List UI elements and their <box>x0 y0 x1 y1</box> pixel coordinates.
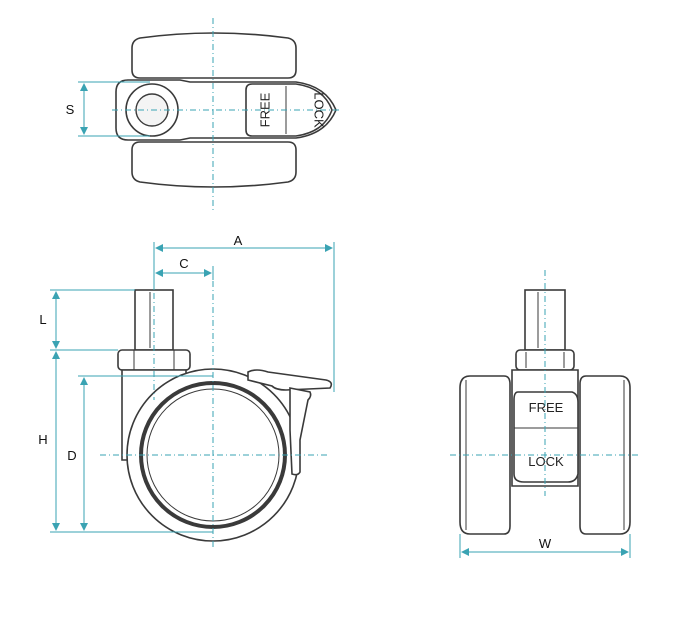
top-view-lock-label: LOCK <box>312 92 327 128</box>
top-view-upper-wheel <box>131 32 297 79</box>
a-dimension-label: A <box>234 233 243 248</box>
side-view-brake-arm <box>289 387 312 476</box>
h-dimension-label: H <box>38 432 47 447</box>
l-dimension-label: L <box>39 312 46 327</box>
c-dimension-label: C <box>179 256 188 271</box>
d-dimension-label: D <box>67 448 76 463</box>
side-view-brake-pedal <box>247 369 333 391</box>
side-view: A C L H D <box>38 233 335 548</box>
front-view-lock-label: LOCK <box>528 454 564 469</box>
front-view-free-label: FREE <box>529 400 564 415</box>
top-view-lower-wheel <box>131 141 297 188</box>
top-view: FREE LOCK S <box>66 18 340 210</box>
s-dimension-label: S <box>66 102 75 117</box>
front-view-right-wheel <box>579 375 631 535</box>
top-view-brake-pedal <box>245 83 333 137</box>
w-dimension-label: W <box>539 536 552 551</box>
front-view-brake-pedal <box>513 391 579 483</box>
front-view: FREE LOCK W <box>450 270 640 558</box>
